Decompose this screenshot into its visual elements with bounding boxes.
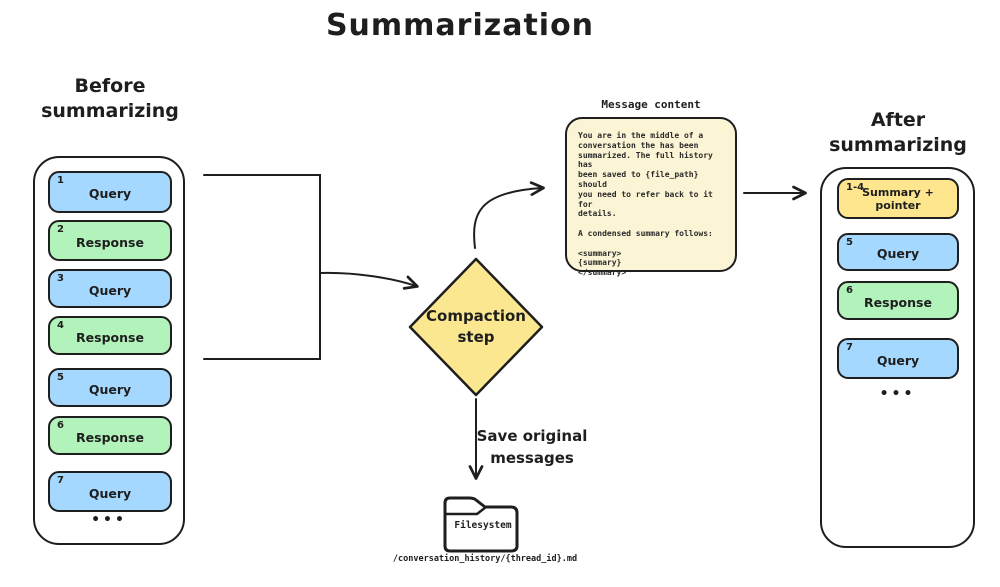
note-title: Message content (601, 98, 701, 111)
grouping-bracket (203, 174, 321, 360)
arrow-bracket-to-compaction (319, 271, 419, 290)
after-message-stack: 1-4 Summary + pointer 5 Query 6 Response… (820, 167, 975, 548)
before-heading: Before summarizing (41, 75, 179, 123)
message-label: Response (76, 429, 144, 445)
before-message-stack: 1 Query 2 Response 3 Query 4 Response 5 … (33, 156, 185, 545)
message-label: Response (76, 329, 144, 345)
message-label: Response (76, 234, 144, 250)
message-card: 5 Query (837, 233, 959, 271)
note-body: You are in the middle of a conversation … (578, 131, 713, 278)
message-label: Query (876, 246, 920, 262)
message-card: 6 Response (837, 281, 959, 320)
message-card: 5 Query (48, 368, 172, 407)
message-number: 5 (846, 237, 853, 248)
message-label: Summary + pointer (862, 185, 934, 212)
message-number: 3 (57, 273, 64, 284)
message-content-note: You are in the middle of a conversation … (565, 117, 737, 277)
message-card: 6 Response (48, 416, 172, 455)
message-number: 1 (57, 175, 64, 186)
ellipsis: ••• (91, 512, 127, 528)
message-number: 4 (57, 320, 64, 331)
message-label: Query (88, 282, 132, 298)
diagram-title: Summarization (325, 8, 595, 43)
message-label: Query (876, 352, 920, 368)
filesystem-path: /conversation_history/{thread_id}.md (392, 554, 578, 564)
message-number: 6 (57, 420, 64, 431)
message-card: 1 Query (48, 171, 172, 213)
message-number: 2 (57, 224, 64, 235)
message-card: 2 Response (48, 220, 172, 261)
message-card: 1-4 Summary + pointer (837, 178, 959, 219)
compaction-step-label: Compaction step (426, 307, 526, 346)
arrow-compaction-to-note (473, 181, 545, 249)
ellipsis: ••• (879, 386, 916, 402)
after-heading: After summarizing (829, 109, 967, 157)
message-label: Query (88, 186, 132, 202)
filesystem-label: Filesystem (454, 520, 512, 531)
message-number: 7 (57, 475, 64, 486)
message-label: Query (88, 381, 132, 397)
message-label: Query (88, 485, 132, 501)
message-card: 4 Response (48, 316, 172, 355)
message-number: 1-4 (846, 182, 865, 193)
message-number: 5 (57, 372, 64, 383)
message-card: 3 Query (48, 269, 172, 308)
message-number: 7 (846, 342, 853, 353)
message-card: 7 Query (48, 471, 172, 512)
message-number: 6 (846, 285, 853, 296)
message-card: 7 Query (837, 338, 959, 379)
message-label: Response (864, 294, 932, 310)
save-original-messages-label: Save original messages (476, 427, 588, 467)
